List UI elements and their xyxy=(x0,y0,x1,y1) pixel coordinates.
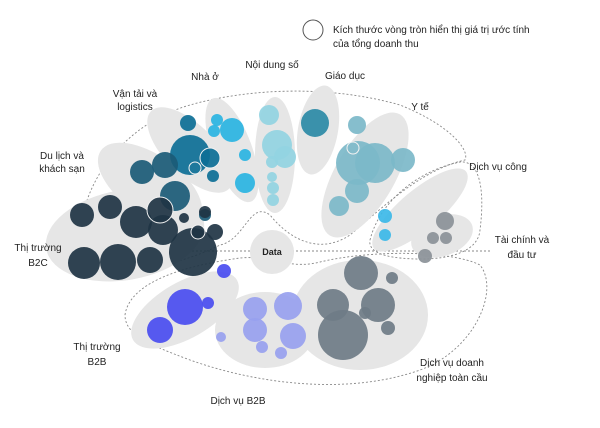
bubble-b2c xyxy=(68,247,100,279)
label-global-1: Dịch vụ doanh xyxy=(420,358,484,369)
label-tourism-1: Du lịch và xyxy=(40,151,84,162)
bubble-finance xyxy=(440,232,452,244)
bubble-public xyxy=(378,209,392,223)
bubble-digital xyxy=(267,172,277,182)
bubble-finance xyxy=(418,249,432,263)
bubble-housing xyxy=(235,173,255,193)
bubble-b2c xyxy=(146,196,174,224)
bubble-b2b-services xyxy=(243,297,267,321)
bubble-b2b-services xyxy=(243,318,267,342)
label-b2b-1: Thị trường xyxy=(73,342,120,353)
label-education: Giáo dục xyxy=(325,71,365,82)
bubble-housing xyxy=(208,125,220,137)
bubble-digital xyxy=(259,105,279,125)
bubble-b2b-services xyxy=(274,292,302,320)
bubble-housing xyxy=(211,114,223,126)
bubble-digital xyxy=(267,182,279,194)
label-finance-2: đầu tư xyxy=(508,249,537,261)
label-digital-content: Nội dung số xyxy=(245,59,299,71)
bubble-b2c xyxy=(98,195,122,219)
bubble-health xyxy=(391,148,415,172)
bubble-finance xyxy=(427,232,439,244)
bubble-education xyxy=(301,109,329,137)
legend-circle-icon xyxy=(302,19,324,41)
label-housing: Nhà ở xyxy=(191,71,219,83)
bubble-b2c xyxy=(70,203,94,227)
bubble-digital xyxy=(267,194,279,206)
bubble-b2b-services xyxy=(256,341,268,353)
bubble-health xyxy=(329,196,349,216)
bubble-public xyxy=(379,229,391,241)
bubble-b2b-services xyxy=(280,323,306,349)
label-b2b-2: B2B xyxy=(88,357,107,368)
bubble-housing xyxy=(239,149,251,161)
bubble-b2b-services xyxy=(275,347,287,359)
label-transport-1: Vận tải và xyxy=(113,89,158,100)
label-b2c-1: Thị trường xyxy=(14,243,61,254)
label-public-services: Dịch vụ công xyxy=(469,162,527,173)
bubble-transport xyxy=(180,115,196,131)
bubble-transport xyxy=(188,161,202,175)
center-label: Data xyxy=(262,247,283,257)
bubble-hotel xyxy=(130,160,154,184)
bubble-b2b xyxy=(217,264,231,278)
bubbles xyxy=(68,105,454,360)
bubble-transport xyxy=(199,147,221,169)
bubble-global xyxy=(318,310,368,360)
bubble-health xyxy=(348,116,366,134)
bubble-b2b xyxy=(147,317,173,343)
bubble-b2b xyxy=(167,289,203,325)
bubble-b2c xyxy=(179,213,189,223)
label-b2b-services: Dịch vụ B2B xyxy=(210,396,265,407)
bubble-health xyxy=(336,141,380,185)
label-b2c-2: B2C xyxy=(28,258,47,269)
bubble-b2b xyxy=(202,297,214,309)
bubble-global xyxy=(386,272,398,284)
label-tourism-2: khách sạn xyxy=(39,164,85,175)
bubble-global xyxy=(359,307,371,319)
bubble-health xyxy=(346,141,360,155)
bubble-b2c xyxy=(169,228,217,276)
bubble-b2c xyxy=(190,224,206,240)
label-finance-1: Tài chính và xyxy=(495,235,550,246)
bubble-transport xyxy=(207,170,219,182)
bubble-b2c xyxy=(191,225,205,239)
bubble-b2c xyxy=(137,247,163,273)
bubble-b2c xyxy=(120,206,152,238)
bubble-housing xyxy=(220,118,244,142)
bubble-b2b-services xyxy=(216,332,226,342)
bubble-digital xyxy=(274,146,296,168)
bubble-digital xyxy=(266,156,278,168)
label-transport-2: logistics xyxy=(117,102,153,113)
bubble-health xyxy=(345,179,369,203)
label-global-2: nghiệp toàn cầu xyxy=(416,372,487,384)
bubble-transport xyxy=(200,148,220,168)
data-center-circle xyxy=(250,230,294,274)
bubble-b2c xyxy=(147,197,173,223)
bubble-finance xyxy=(436,212,454,230)
legend-line-2: của tổng doanh thu xyxy=(333,38,419,50)
bubble-b2c xyxy=(207,224,223,240)
bubble-global xyxy=(344,256,378,290)
blob-public xyxy=(372,168,468,252)
label-health: Y tế xyxy=(411,101,429,113)
bubble-global xyxy=(381,321,395,335)
bubble-b2c xyxy=(199,206,211,218)
bubble-hotel xyxy=(152,152,178,178)
legend-line-1: Kích thước vòng tròn hiển thị giá trị ướ… xyxy=(333,24,530,36)
bubble-b2c xyxy=(100,244,136,280)
b2c-group-outline xyxy=(79,90,467,268)
